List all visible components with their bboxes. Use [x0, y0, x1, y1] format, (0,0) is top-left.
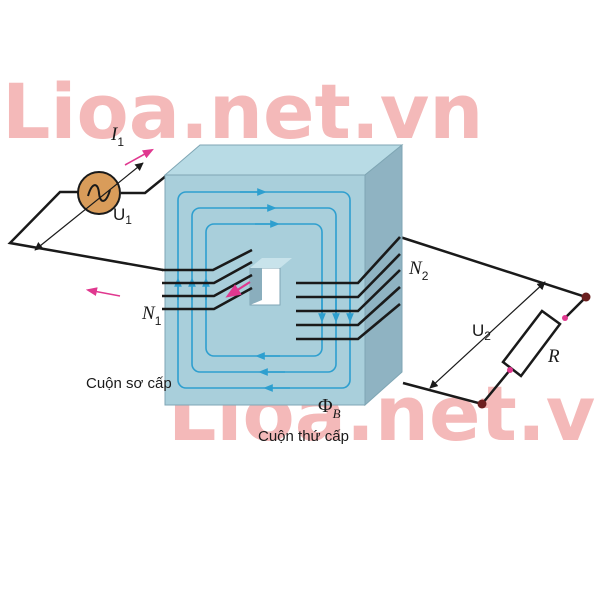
- resistor-label: R: [547, 346, 560, 367]
- watermark-top: Lioa.net.vn: [2, 67, 483, 156]
- u2-label: U2: [472, 321, 491, 343]
- current-label: I1: [110, 124, 124, 149]
- u1-label: U1: [113, 205, 132, 227]
- secondary-coil: [296, 236, 401, 341]
- n1-label: N1: [141, 303, 162, 328]
- secondary-coil-label: Cuộn thứ cấp: [258, 428, 349, 445]
- n2-label: N2: [408, 258, 429, 283]
- flux-lines: [174, 188, 354, 392]
- terminal-dot-bottom: [477, 399, 487, 409]
- resistor-dot-bottom: [507, 367, 513, 373]
- u1-dimension: [34, 162, 144, 251]
- current-arrows: [85, 148, 251, 298]
- transformer-core: [163, 143, 404, 407]
- terminal-dot-top: [581, 292, 591, 302]
- resistor-dot-top: [562, 315, 568, 321]
- flux-label: ΦB: [318, 395, 341, 421]
- u2-dimension: [429, 281, 546, 389]
- primary-coil-label: Cuộn sơ cấp: [86, 375, 172, 392]
